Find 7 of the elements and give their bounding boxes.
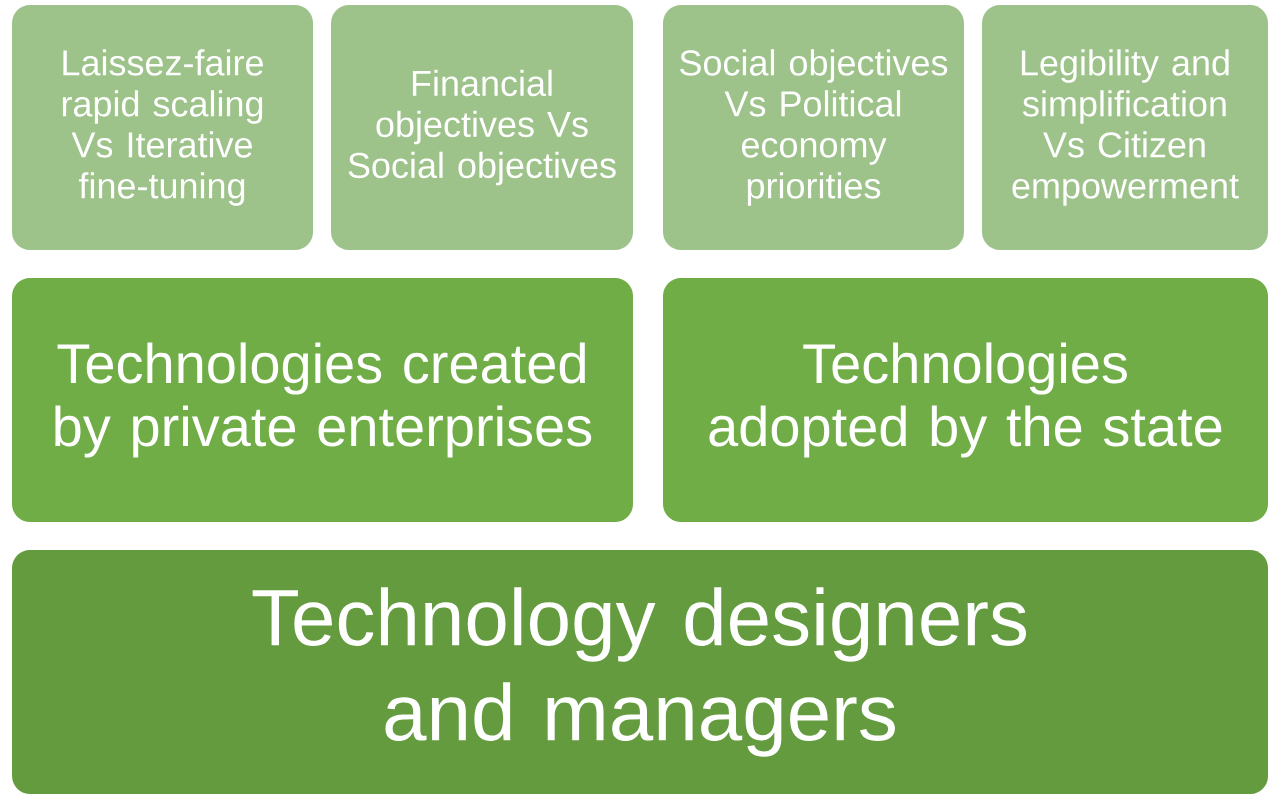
tension-box: Legibility and simplification Vs Citizen empowerment	[982, 5, 1268, 250]
heading-box: Technology designers and managers	[12, 550, 1268, 794]
category-box: Technologies created by private enterprises	[12, 278, 633, 522]
category-box: Technologies adopted by the state	[663, 278, 1268, 522]
tension-box: Social objectives Vs Political economy priorities	[663, 5, 964, 250]
tension-box: Financial objectives Vs Social objectives	[331, 5, 633, 250]
tension-box: Laissez-faire rapid scaling Vs Iterative fine-tuning	[12, 5, 313, 250]
